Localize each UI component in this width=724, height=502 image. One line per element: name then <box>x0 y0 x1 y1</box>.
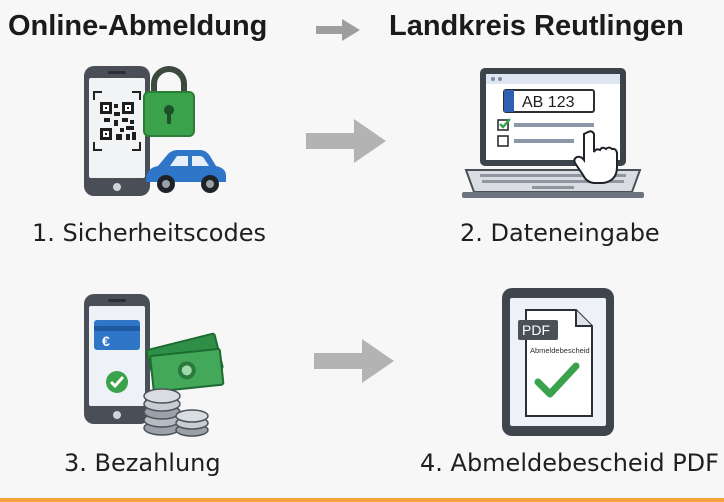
currency-symbol: € <box>102 333 110 349</box>
plate-text: AB 123 <box>522 94 575 111</box>
phone-payment-cash-icon: € <box>84 294 225 437</box>
pdf-badge-text: PDF <box>522 322 550 338</box>
step-2-label: 2. Dateneingabe <box>460 219 660 247</box>
step-1-label: 1. Sicherheitscodes <box>32 219 266 247</box>
step-3-label: 3. Bezahlung <box>64 449 221 477</box>
header-left-title: Online-Abmeldung <box>8 10 268 42</box>
arrow-right-icon <box>306 119 386 163</box>
bottom-accent-line <box>0 498 724 502</box>
document-caption: Abmeldebescheid <box>530 346 590 355</box>
header-arrow-icon <box>316 19 360 41</box>
header-right-title: Landkreis Reutlingen <box>389 10 684 42</box>
laptop-form-icon: AB 123 <box>462 68 644 198</box>
step-4-label: 4. Abmeldebescheid PDF <box>420 449 719 477</box>
arrow-right-icon <box>314 339 394 383</box>
phone-qr-lock-car-icon <box>84 66 226 196</box>
tablet-pdf-icon: PDF Abmeldebescheid <box>502 288 614 436</box>
